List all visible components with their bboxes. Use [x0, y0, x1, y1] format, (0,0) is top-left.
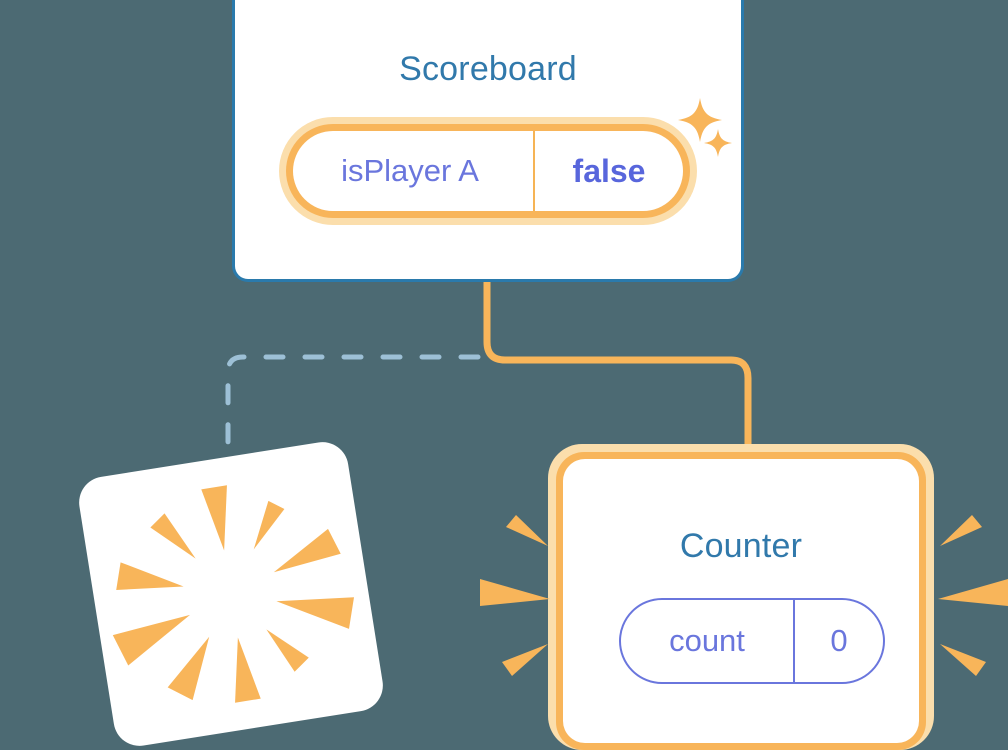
burst-ray — [502, 644, 548, 676]
counter-card[interactable]: Counter count 0 — [563, 459, 919, 743]
scoreboard-state-key: isPlayer A — [341, 153, 479, 188]
counter-burst-rays-left — [470, 500, 550, 690]
counter-burst-rays-right — [938, 500, 1008, 690]
burst-ray — [940, 515, 982, 546]
scoreboard-state-pill[interactable]: isPlayer A false — [293, 131, 683, 211]
scoreboard-state-value: false — [572, 152, 646, 189]
counter-title: Counter — [679, 527, 803, 565]
scoreboard-state-pill-halo: isPlayer A false — [279, 117, 697, 225]
scoreboard-title: Scoreboard — [399, 50, 577, 88]
burst-ray — [506, 515, 548, 546]
scoreboard-state-pill-ring: isPlayer A false — [286, 124, 690, 218]
counter-state-key: count — [669, 623, 745, 658]
counter-state-divider — [793, 600, 795, 682]
ghost-card — [75, 438, 387, 750]
counter-state-value: 0 — [830, 623, 848, 658]
burst-ray — [938, 579, 1008, 606]
burst-ray — [480, 579, 550, 606]
sparkle-small-icon — [703, 128, 733, 158]
counter-state-pill[interactable]: count 0 — [619, 598, 885, 684]
scoreboard-state-divider — [533, 131, 535, 211]
counter-card-highlight: Counter count 0 — [548, 444, 934, 750]
counter-card-border: Counter count 0 — [556, 452, 926, 750]
burst-ray — [940, 644, 986, 676]
scoreboard-card[interactable]: Scoreboard isPlayer A false — [232, 0, 744, 282]
sparkle-large-icon — [676, 96, 724, 144]
connector-scoreboard-to-counter — [483, 272, 752, 470]
